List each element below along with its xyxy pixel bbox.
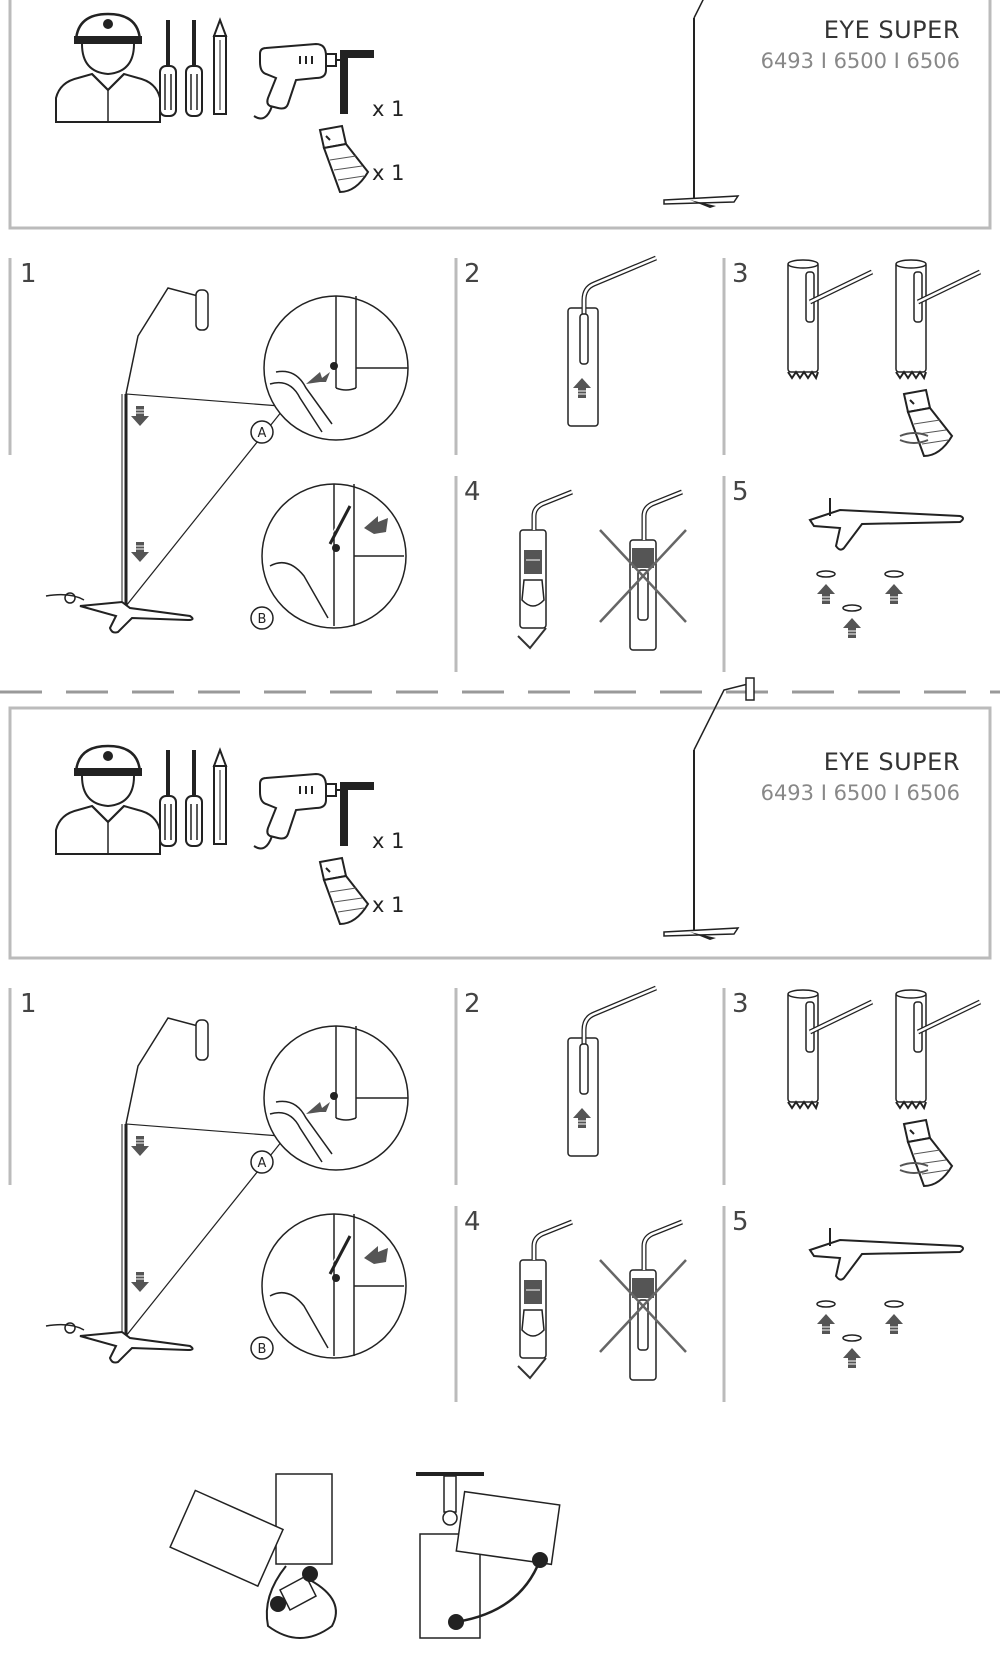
installer-icon [54,12,162,124]
drill-icon [253,43,349,120]
detail-b-illustration [260,1212,408,1360]
step-4-correct-illustration [520,1222,572,1358]
screwdriver-flat-icon [159,749,177,847]
section-2: x 1 x 1 EYE SUPER 6493 I 6500 I 6506 1 A… [8,677,992,1402]
step-4-number: 4 [464,1207,481,1237]
rotation-diagram-right [416,1472,561,1639]
screwdriver-flat-icon [159,19,177,117]
gu10-bulb-icon [319,857,369,925]
step-3-shade-b [896,260,980,378]
check-icon [517,627,547,650]
detail-b-label: B [258,1342,267,1357]
step-3-rotate-icon [899,432,929,444]
step-1-number: 1 [20,259,37,289]
step-5-number: 5 [732,477,749,507]
pencil-icon [213,749,227,845]
allen-key-qty: x 1 [372,829,404,853]
detail-a-marker [250,420,274,444]
step-4-wrong-illustration [600,1222,686,1380]
bulb-qty: x 1 [372,893,404,917]
bulb-qty: x 1 [372,161,404,185]
step-2-number: 2 [464,989,481,1019]
product-codes: 6493 I 6500 I 6506 [761,781,960,805]
check-icon [517,1357,547,1380]
step-4-wrong-illustration [600,492,686,650]
allen-key-icon [340,782,374,846]
header-frame-1 [8,0,992,230]
step-5-illustration [810,1228,963,1368]
step-3-shade-a [788,260,872,378]
allen-key-qty: x 1 [372,97,404,121]
gu10-bulb-icon [319,125,369,193]
drill-icon [253,773,349,850]
step-4-number: 4 [464,477,481,507]
screwdriver-phillips-icon [185,19,203,117]
detail-a-illustration [263,1025,409,1171]
lamp-thumbnail-icon [663,677,755,941]
product-codes: 6493 I 6500 I 6506 [761,49,960,73]
detail-b-marker [250,606,274,630]
step-3-rotate-icon [899,1162,929,1174]
step-2-illustration [568,258,656,426]
step-3-number: 3 [732,259,749,289]
allen-key-icon [340,50,374,114]
header-frame-2 [8,706,992,960]
detail-b-illustration [260,482,408,630]
lamp-thumbnail-icon [663,0,755,209]
step-1-number: 1 [20,989,37,1019]
step-1-lamp-illustration [46,1018,286,1363]
step-3-bulb-icon [903,389,953,457]
product-name: EYE SUPER [824,16,960,44]
step-1-lamp-illustration [46,288,286,633]
installer-icon [54,744,162,856]
pencil-icon [213,19,227,115]
detail-b-marker [250,1336,274,1360]
detail-a-label: A [258,1156,267,1171]
screwdriver-phillips-icon [185,749,203,847]
step-3-bulb-icon [903,1119,953,1187]
step-4-correct-illustration [520,492,572,628]
detail-a-illustration [263,295,409,441]
detail-a-marker [250,1150,274,1174]
section-1: x 1 x 1 EYE SUPER 6493 I 6500 I 6506 1 A… [8,0,992,672]
step-5-illustration [810,498,963,638]
step-3-number: 3 [732,989,749,1019]
step-2-illustration [568,988,656,1156]
detail-a-label: A [258,426,267,441]
product-name: EYE SUPER [824,748,960,776]
rotation-diagram-left [169,1473,337,1639]
step-3-shade-b [896,990,980,1108]
step-5-number: 5 [732,1207,749,1237]
detail-b-label: B [258,612,267,627]
step-3-shade-a [788,990,872,1108]
step-2-number: 2 [464,259,481,289]
